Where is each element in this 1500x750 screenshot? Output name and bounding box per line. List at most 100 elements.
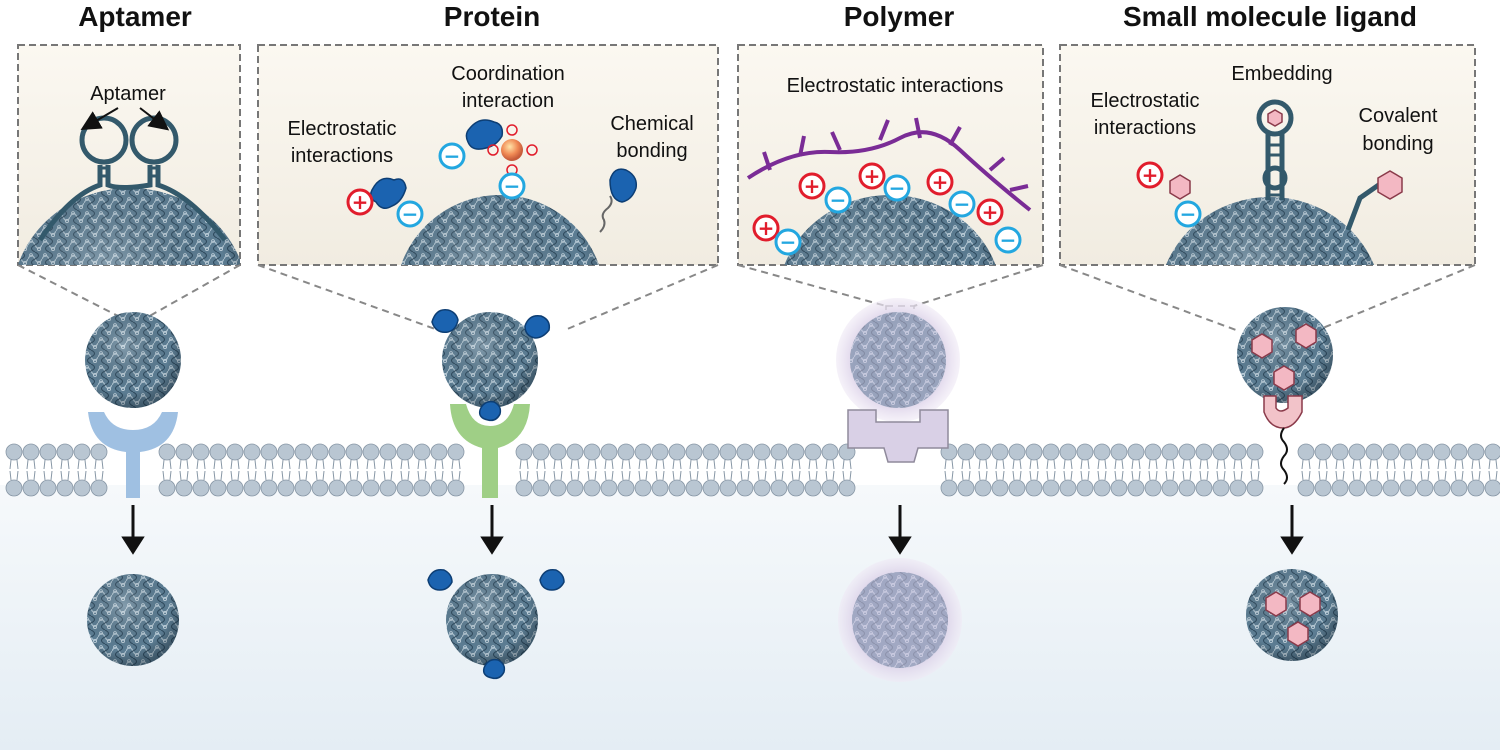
lipid-head	[668, 479, 686, 497]
internalized-aptamer-np	[87, 574, 179, 666]
lipid-tail	[655, 459, 665, 470]
lipid-tail	[94, 459, 104, 470]
lipid-head	[243, 443, 261, 461]
lipid-tail	[213, 459, 223, 470]
lipid-head	[1178, 443, 1196, 461]
lipid-tail	[1369, 459, 1379, 470]
lipid-tail	[944, 459, 954, 470]
lipid-head	[447, 479, 465, 497]
title-polymer: Polymer	[844, 1, 955, 32]
lipid-head	[22, 443, 40, 461]
lipid-head	[787, 443, 805, 461]
lipid-tail	[1233, 459, 1243, 470]
lipid-tail	[1386, 459, 1396, 470]
lipid-tail	[1250, 459, 1260, 470]
receptor-icon	[450, 404, 530, 480]
lipid-tail	[1063, 470, 1073, 481]
inset-protein: Coordination interaction Electrostatic i…	[257, 44, 719, 266]
lipid-head	[379, 443, 397, 461]
arrow-icon	[139, 107, 170, 131]
lipid-tail	[332, 459, 342, 470]
plus-charge-icon	[1136, 161, 1164, 189]
lipid-tail	[536, 459, 546, 470]
lipid-tail	[60, 459, 70, 470]
protein-icon	[427, 568, 453, 591]
receptor-icon	[88, 412, 178, 488]
lipid-tail	[706, 470, 716, 481]
lipid-tail	[791, 470, 801, 481]
lipid-head	[226, 443, 244, 461]
lipid-head	[1042, 443, 1060, 461]
lipid-head	[1144, 443, 1162, 461]
lipid-head	[1399, 443, 1417, 461]
lipid-head	[991, 443, 1009, 461]
svg-text:−: −	[504, 174, 521, 198]
lipid-head	[328, 443, 346, 461]
lipid-head	[260, 479, 278, 497]
lipid-tail	[213, 470, 223, 481]
lipid-tail	[1029, 459, 1039, 470]
lipid-head	[413, 479, 431, 497]
arrow-icon	[80, 107, 119, 131]
lipid-tail	[553, 459, 563, 470]
lipid-tail	[1097, 470, 1107, 481]
lipid-tail	[26, 470, 36, 481]
lipid-tail	[740, 470, 750, 481]
lipid-head	[685, 479, 703, 497]
lipid-head	[1416, 443, 1434, 461]
lipid-tail	[366, 470, 376, 481]
lipid-tail	[60, 470, 70, 481]
minus-charge-icon	[396, 200, 424, 228]
lipid-tail	[349, 470, 359, 481]
lipid-tail	[9, 459, 19, 470]
lipid-tail	[1352, 470, 1362, 481]
lipid-tail	[298, 470, 308, 481]
lipid-tail	[672, 459, 682, 470]
svg-text:−: −	[830, 188, 847, 212]
lipid-head	[243, 479, 261, 497]
lipid-head	[1365, 479, 1383, 497]
inset-small-molecule: Embedding Electrostatic interactions Cov…	[1059, 44, 1476, 266]
lipid-head	[39, 479, 57, 497]
minus-charge-icon	[1174, 200, 1202, 228]
protein-icon	[539, 568, 565, 591]
lipid-head	[668, 443, 686, 461]
lipid-head	[1246, 479, 1264, 497]
lipid-head	[702, 479, 720, 497]
lipid-head	[702, 443, 720, 461]
protein-icon	[482, 658, 506, 680]
lipid-head	[1025, 443, 1043, 461]
lipid-head	[294, 443, 312, 461]
lipid-head	[1127, 443, 1145, 461]
lipid-head	[90, 479, 108, 497]
svg-text:−: −	[402, 202, 419, 226]
lipid-head	[634, 443, 652, 461]
lipid-tail	[1352, 459, 1362, 470]
hexagon-ligand-icon	[1251, 333, 1273, 359]
lipid-tail	[961, 459, 971, 470]
lipid-tail	[1148, 470, 1158, 481]
coordination-label-1: Coordination	[451, 63, 564, 85]
lipid-tail	[1165, 470, 1175, 481]
title-aptamer: Aptamer	[78, 1, 192, 32]
lipid-head	[396, 479, 414, 497]
lipid-tail	[1488, 470, 1498, 481]
lipid-head	[957, 479, 975, 497]
lipid-tail	[757, 470, 767, 481]
lipid-tail	[26, 459, 36, 470]
polymer-chain-icon	[746, 117, 1032, 212]
lipid-tail	[774, 470, 784, 481]
lipid-head	[1450, 443, 1468, 461]
lipid-head	[583, 479, 601, 497]
lipid-head	[753, 479, 771, 497]
lipid-tail	[1148, 459, 1158, 470]
lipid-head	[226, 479, 244, 497]
lipid-head	[1450, 479, 1468, 497]
lipid-tail	[1216, 470, 1226, 481]
lipid-tail	[230, 459, 240, 470]
small-electrostatic-label-2: interactions	[1094, 117, 1196, 139]
hexagon-ligand-icon	[1267, 109, 1283, 127]
lipid-head	[515, 479, 533, 497]
lipid-tail	[1488, 459, 1498, 470]
lipid-head	[1365, 443, 1383, 461]
